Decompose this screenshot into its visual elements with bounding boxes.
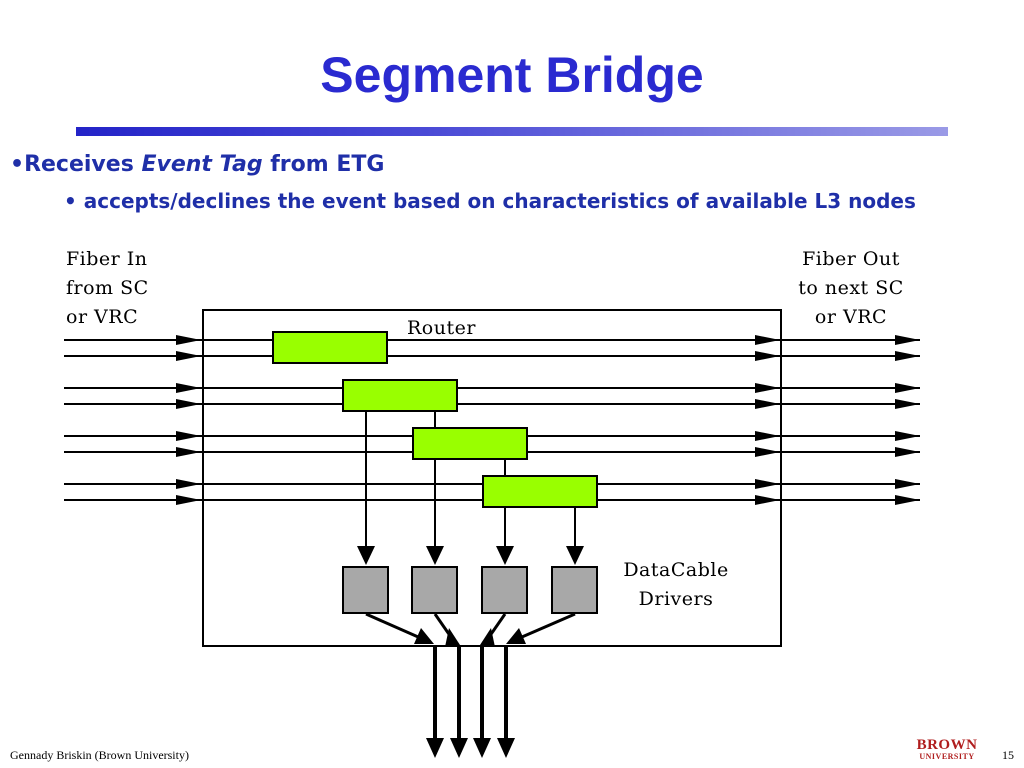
output-cables [433,646,508,742]
fiber-in-line-3: or VRC [66,306,139,328]
driver-converge-lines [365,612,576,642]
fiber-arrowheads [176,335,920,505]
fiber-pair-2 [64,387,920,405]
fiber-in-line-2: from SC [66,277,149,299]
bullet-receives-event-tag: •Receives Event Tag from ETG [10,152,384,177]
fiber-in-line-1: Fiber In [66,248,148,270]
driver-converge-arrowheads [414,628,526,647]
driver-block-1 [342,566,389,614]
fiber-out-label: Fiber Out to next SC or VRC [786,245,916,332]
router-block-3 [412,427,528,460]
fiber-out-line-2: to next SC [798,277,904,299]
fiber-pair-1 [64,339,920,357]
router-blocks [272,331,598,508]
footer-author: Gennady Briskin (Brown University) [10,748,189,762]
datacable-line-2: Drivers [638,588,714,610]
driver-block-3 [481,566,528,614]
fiber-out-line-3: or VRC [814,306,888,328]
driver-block-4 [551,566,598,614]
datacable-line-1: DataCable [623,559,729,581]
sub-bullet-accepts-declines: • accepts/declines the event based on ch… [64,189,916,213]
router-block-2 [342,379,458,412]
router-block-4 [482,475,598,508]
driver-block-2 [411,566,458,614]
bullet-text-post: from ETG [262,152,385,177]
bullet-text-pre: Receives [24,152,142,177]
router-label: Router [407,317,476,339]
datacable-drivers [342,566,598,614]
logo-line-1: BROWN [916,737,978,753]
brown-university-logo: BROWN UNIVERSITY [912,738,982,761]
bullet-marker: • [10,152,25,177]
datacable-drivers-label: DataCable Drivers [606,556,746,614]
slide-title: Segment Bridge [320,47,704,103]
fiber-out-line-1: Fiber Out [802,248,900,270]
router-block-1 [272,331,388,364]
bullet-text-event-tag: Event Tag [141,152,263,177]
logo-line-2: UNIVERSITY [919,752,975,761]
fiber-in-label: Fiber In from SC or VRC [66,245,149,332]
page-number: 15 [1002,748,1014,762]
title-rule [76,127,948,136]
router-to-driver-arrowheads [357,546,584,565]
output-cable-arrowheads [426,738,515,758]
